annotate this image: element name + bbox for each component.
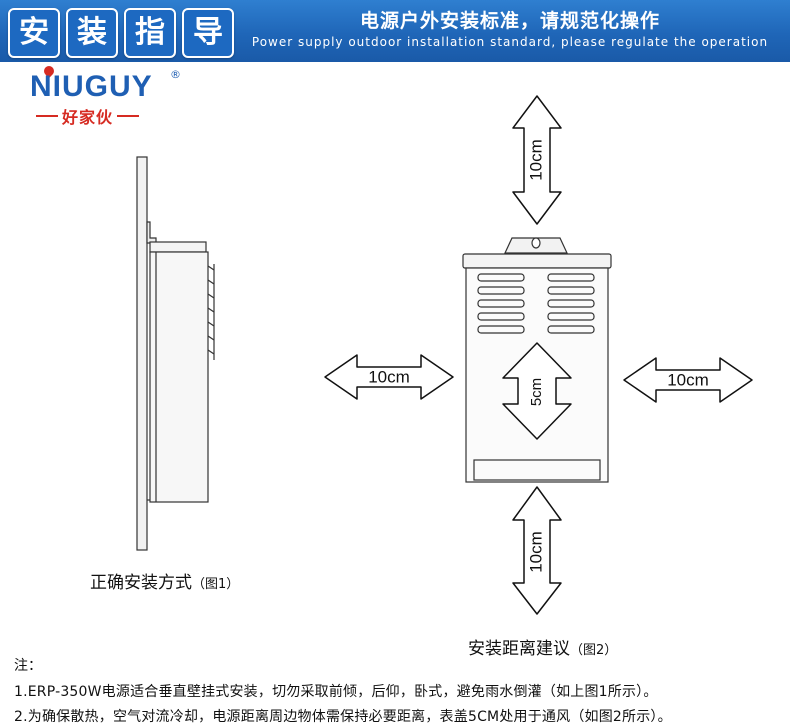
mount-bracket	[146, 221, 157, 244]
bottom-clearance-arrow	[512, 486, 562, 615]
hanging-hole-icon	[531, 237, 541, 249]
top-clearance-label: 10cm	[526, 139, 545, 181]
cover-clearance-label: 5cm	[528, 378, 545, 406]
front-vents-right	[547, 273, 595, 334]
figure1-caption-note: （图1）	[192, 577, 240, 592]
note-item: 2.为确保散热，空气对流冷却，电源距离周边物体需保持必要距离，表盖5CM处用于通…	[14, 709, 672, 725]
notes-title: 注：	[14, 658, 42, 674]
title-tile: 安	[8, 8, 60, 58]
enclosure-lid	[462, 253, 612, 269]
figure1-caption: 正确安装方式（图1）	[90, 568, 239, 593]
header-title: 电源户外安装标准，请规范化操作	[359, 10, 660, 32]
bottom-panel	[473, 459, 601, 481]
right-clearance-arrow	[623, 357, 753, 403]
side-vents	[207, 264, 215, 360]
housing-body	[149, 251, 209, 503]
title-tile: 装	[66, 8, 118, 58]
bottom-clearance-label: 10cm	[526, 531, 545, 573]
title-tile: 导	[182, 8, 234, 58]
brand-logo: NIUGUY ® 好家伙	[30, 63, 200, 130]
front-vents-left	[477, 273, 525, 334]
left-clearance-arrow	[324, 354, 454, 400]
figure2-caption-note: （图2）	[570, 643, 618, 658]
logo-chinese-row: 好家伙	[36, 104, 140, 128]
title-tiles: 安 装 指 导	[8, 8, 234, 58]
right-clearance-label: 10cm	[667, 370, 709, 389]
header-subtitle: Power supply outdoor installation standa…	[251, 35, 769, 49]
wall	[136, 156, 148, 551]
figure2-caption-text: 安装距离建议	[468, 639, 570, 659]
logo-divider-left	[36, 115, 58, 117]
figure1-side-view	[136, 156, 215, 551]
header-banner: 安 装 指 导 电源户外安装标准，请规范化操作 Power supply out…	[0, 0, 790, 62]
figure2-caption: 安装距离建议（图2）	[468, 634, 617, 659]
cover-clearance-arrow	[502, 342, 572, 440]
top-clearance-arrow	[512, 95, 562, 225]
housing-top	[149, 241, 207, 253]
logo-divider-right	[117, 115, 140, 117]
left-clearance-label: 10cm	[368, 367, 410, 386]
logo-brand-name: NIUGUY	[30, 70, 153, 103]
registered-mark: ®	[170, 68, 181, 81]
figure1-caption-text: 正确安装方式	[90, 573, 192, 593]
title-tile: 指	[124, 8, 176, 58]
note-item: 1.ERP-350W电源适合垂直壁挂式安装，切勿采取前倾，后仰，卧式，避免雨水倒…	[14, 684, 658, 700]
logo-chinese-name: 好家伙	[62, 108, 114, 127]
